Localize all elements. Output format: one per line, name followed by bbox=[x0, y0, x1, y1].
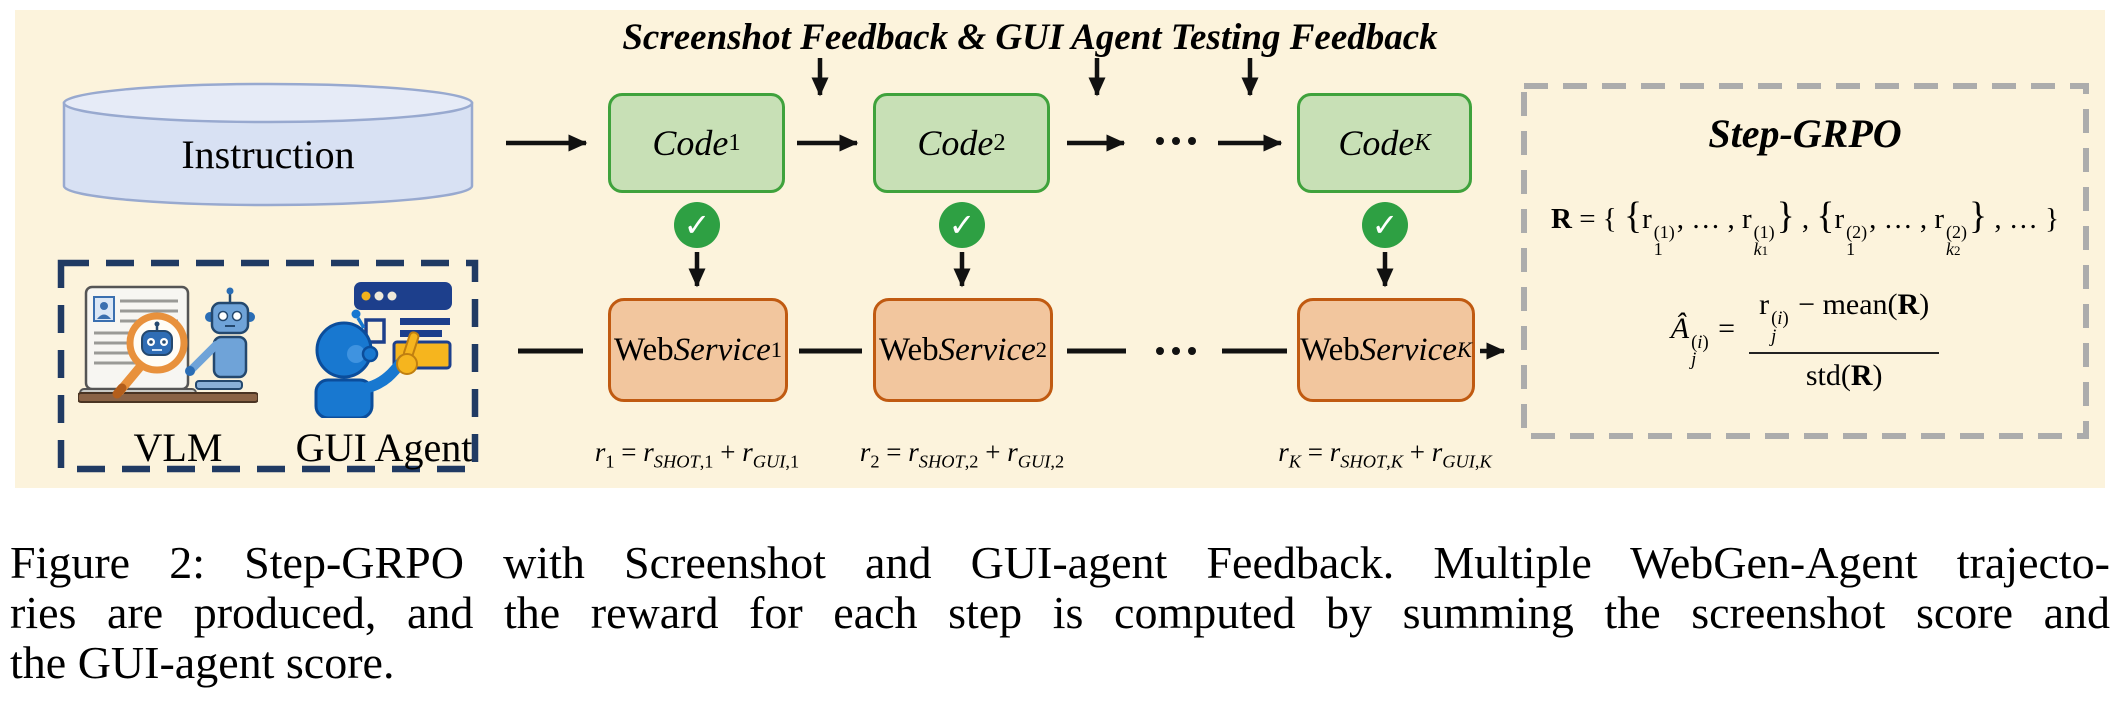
connector-layer bbox=[57, 58, 2089, 473]
ellipsis-dots-top bbox=[1156, 137, 1196, 145]
gui-robot-icon bbox=[314, 309, 409, 418]
reward-formula-2: r2 = rSHOT,2 + rGUI,2 bbox=[859, 437, 1065, 472]
caption-line: the GUI-agent score. bbox=[10, 637, 395, 688]
advantage-lhs: Â(i)j = bbox=[1670, 311, 1736, 371]
vlm-gui-dashed-box bbox=[57, 259, 479, 473]
advantage-denominator: std(R) bbox=[1749, 351, 1940, 393]
gui-agent-label: GUI Agent bbox=[295, 425, 473, 470]
vlm-label: VLM bbox=[133, 425, 223, 470]
advantage-formula: Â(i)j = r(i)j − mean(R) std(R) bbox=[1564, 288, 2046, 393]
instruction-label: Instruction bbox=[181, 132, 355, 177]
check-icon: ✓ bbox=[1362, 202, 1408, 248]
advantage-fraction: r(i)j − mean(R) std(R) bbox=[1749, 288, 1940, 393]
reward-formula-k: rK = rSHOT,K + rGUI,K bbox=[1278, 437, 1492, 472]
advantage-numerator: r(i)j − mean(R) bbox=[1759, 288, 1930, 347]
gui-agent-illustration bbox=[314, 282, 452, 418]
step-grpo-dashed-box bbox=[1521, 83, 2089, 439]
caption-line: ries are produced, and the reward for ea… bbox=[10, 587, 2110, 638]
magnifier-robot-icon bbox=[112, 312, 188, 399]
ellipsis-dots-bottom bbox=[1156, 347, 1196, 355]
assistant-robot-icon bbox=[185, 287, 255, 390]
feedback-title: Screenshot Feedback & GUI Agent Testing … bbox=[622, 17, 1438, 58]
check-icon: ✓ bbox=[674, 202, 720, 248]
reward-set-formula: R = { {r(1)1, … , r(1)k1} , {r(2)1, … , … bbox=[1550, 195, 2060, 259]
instruction-cylinder bbox=[62, 82, 474, 207]
vlm-illustration bbox=[78, 285, 258, 403]
reward-formula-1: r1 = rSHOT,1 + rGUI,1 bbox=[594, 437, 800, 472]
caption-line: Figure 2: Step-GRPO with Screenshot and … bbox=[10, 537, 2110, 588]
desk bbox=[78, 392, 258, 403]
pointer-hand-icon bbox=[396, 331, 420, 375]
check-icon: ✓ bbox=[939, 202, 985, 248]
figure-caption: Figure 2: Step-GRPO with Screenshot and … bbox=[10, 538, 2110, 688]
step-grpo-title: Step-GRPO bbox=[1708, 111, 1902, 156]
